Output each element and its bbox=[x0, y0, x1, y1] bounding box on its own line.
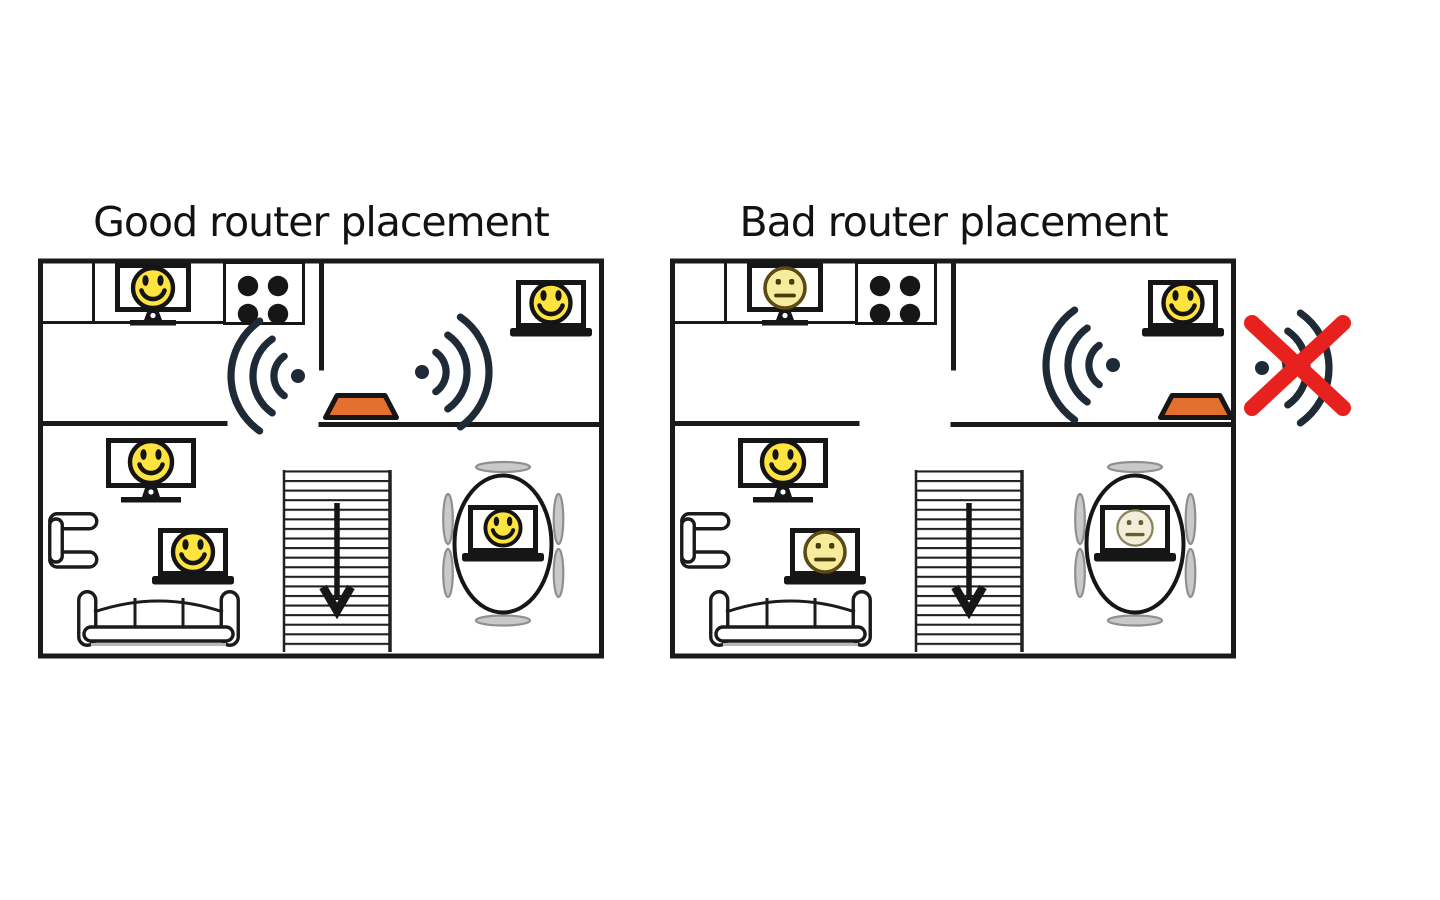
router bbox=[1161, 396, 1232, 418]
wifi-signal-left-icon bbox=[231, 321, 305, 431]
stairs-arrow-head bbox=[319, 584, 355, 620]
sofa bbox=[709, 590, 872, 647]
face-sofa-laptop-good bbox=[170, 529, 216, 575]
face-living-tv-bad bbox=[759, 438, 807, 486]
face-living-tv-good bbox=[127, 438, 175, 486]
stairs-arrow-head bbox=[951, 584, 987, 620]
armchair bbox=[680, 512, 731, 569]
face-kitchen-tv-bad bbox=[763, 266, 807, 310]
stove-icon bbox=[223, 261, 305, 326]
router bbox=[326, 396, 397, 418]
blocked-signal-cross-icon bbox=[1244, 315, 1351, 416]
floor-plan-bad bbox=[670, 258, 1351, 659]
stairs bbox=[282, 470, 392, 652]
floor-plan-good bbox=[38, 258, 604, 659]
sofa bbox=[77, 590, 240, 647]
stove-icon bbox=[855, 261, 937, 326]
face-sofa-laptop-bad bbox=[803, 530, 847, 574]
face-dining-laptop-good bbox=[483, 508, 523, 548]
face-kitchen-tv-good bbox=[130, 265, 176, 311]
face-bedroom-laptop-bad bbox=[1161, 281, 1205, 325]
face-bedroom-laptop-good bbox=[529, 281, 573, 325]
good-plan-title: Good router placement bbox=[93, 198, 550, 246]
wifi-signal-left-icon bbox=[1046, 310, 1120, 420]
wifi-signal-right-icon bbox=[415, 317, 489, 427]
stairs bbox=[914, 470, 1024, 652]
bad-plan-title: Bad router placement bbox=[739, 198, 1168, 246]
walls-bad bbox=[670, 258, 1236, 659]
face-dining-laptop-bad bbox=[1116, 509, 1154, 547]
armchair bbox=[48, 512, 99, 569]
